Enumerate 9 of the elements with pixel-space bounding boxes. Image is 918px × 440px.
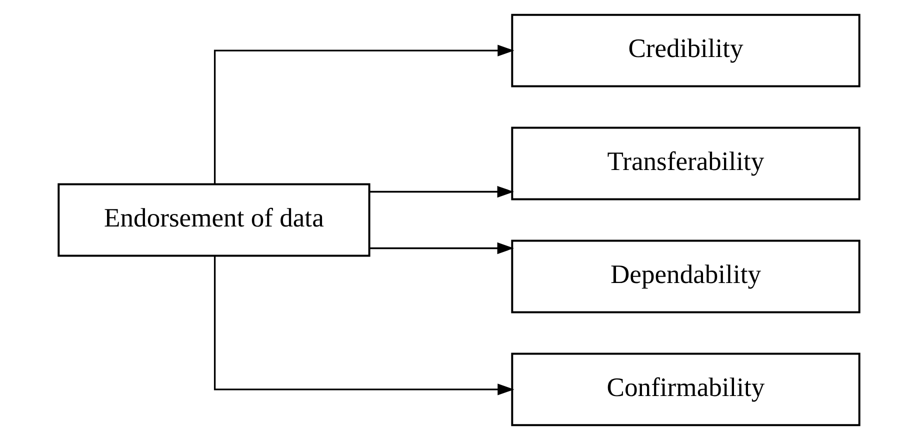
arrow (214, 44, 514, 184)
arrow (370, 242, 514, 254)
arrow (370, 186, 514, 198)
node-box: Dependability (511, 240, 860, 314)
node-box: Transferability (511, 126, 860, 200)
node-box: Endorsement of data (58, 183, 370, 257)
node-box: Credibility (511, 14, 860, 88)
arrow (214, 256, 514, 396)
node-box: Confirmability (511, 352, 860, 426)
